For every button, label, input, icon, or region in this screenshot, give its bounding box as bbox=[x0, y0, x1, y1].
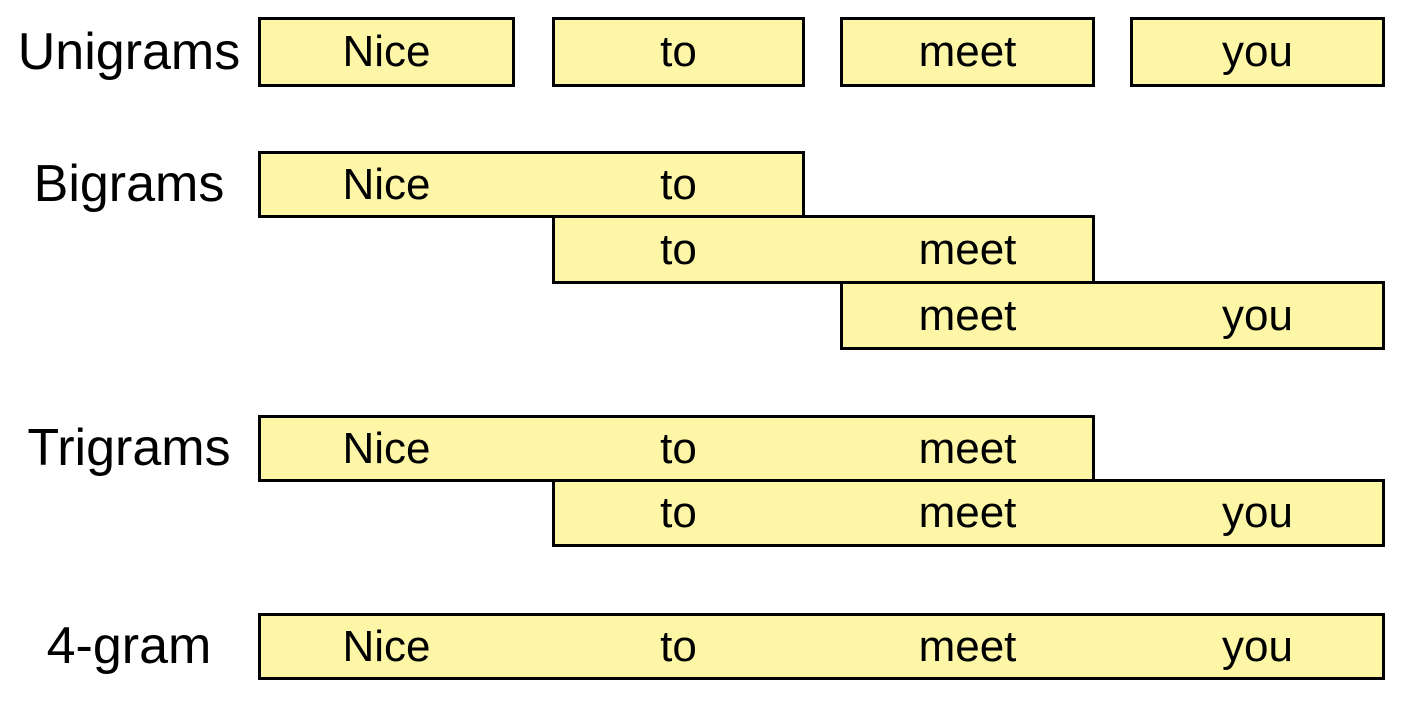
ngram-word-you: you bbox=[1222, 488, 1293, 537]
ngram-word-you: you bbox=[1222, 27, 1293, 76]
ngram-word-you: you bbox=[1222, 290, 1293, 340]
ngram-word-meet: meet bbox=[918, 621, 1017, 671]
ngram-word-to: to bbox=[660, 159, 697, 209]
ngram-word-nice: Nice bbox=[342, 621, 431, 671]
trigram-box-1: Nice to meet bbox=[258, 415, 1095, 482]
row-label-unigrams: Unigrams bbox=[17, 23, 241, 81]
unigram-box-4: you bbox=[1130, 17, 1385, 87]
ngram-word-meet: meet bbox=[918, 423, 1017, 473]
ngram-word-to: to bbox=[660, 621, 697, 671]
ngram-word-you: you bbox=[1222, 621, 1293, 671]
trigram-box-2: to meet you bbox=[552, 479, 1385, 547]
ngram-word-nice: Nice bbox=[342, 159, 431, 209]
ngram-word-meet: meet bbox=[918, 290, 1017, 340]
4-gram-box-1: Nice to meet you bbox=[258, 613, 1385, 680]
bigram-box-1: Nice to bbox=[258, 151, 805, 218]
ngram-word-meet: meet bbox=[918, 27, 1017, 76]
unigram-box-2: to bbox=[552, 17, 805, 87]
unigram-box-1: Nice bbox=[258, 17, 515, 87]
ngram-word-to: to bbox=[660, 27, 697, 76]
ngram-word-to: to bbox=[660, 423, 697, 473]
ngram-word-to: to bbox=[660, 488, 697, 537]
ngram-word-nice: Nice bbox=[342, 423, 431, 473]
ngram-word-meet: meet bbox=[918, 224, 1017, 274]
bigram-box-2: to meet bbox=[552, 215, 1095, 284]
ngram-word-meet: meet bbox=[918, 488, 1017, 537]
ngram-word-to: to bbox=[660, 224, 697, 274]
unigram-box-3: meet bbox=[840, 17, 1095, 87]
row-label-bigrams: Bigrams bbox=[33, 155, 225, 213]
ngram-word-nice: Nice bbox=[342, 27, 431, 76]
row-label-trigrams: Trigrams bbox=[27, 419, 231, 477]
bigram-box-3: meet you bbox=[840, 281, 1385, 350]
row-label-4-gram: 4-gram bbox=[46, 617, 212, 675]
